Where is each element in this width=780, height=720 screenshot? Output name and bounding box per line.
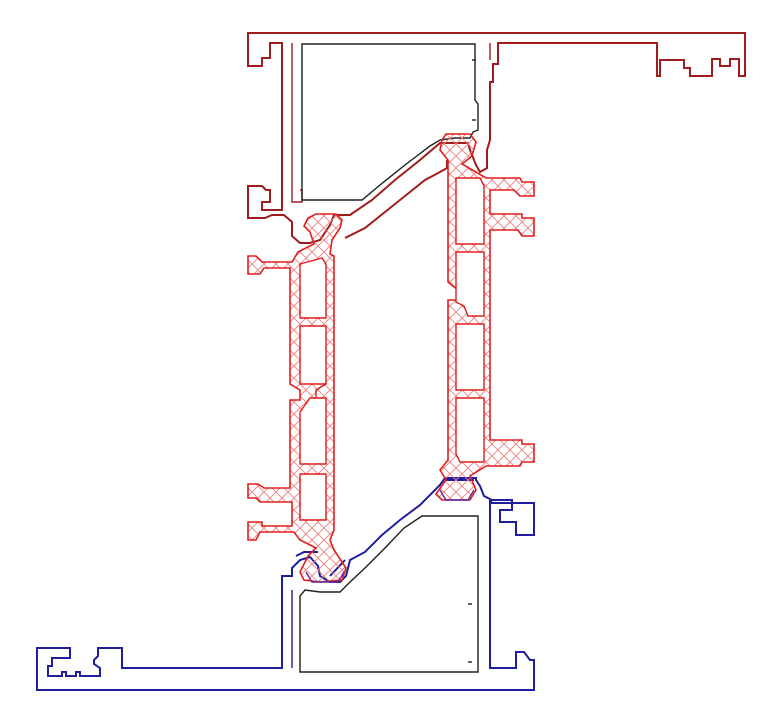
right-thermal-break-strip [434, 133, 535, 501]
left-thermal-break-strip [247, 213, 347, 583]
lower-frame-profile [36, 477, 535, 691]
upper-frame-profile [247, 32, 746, 244]
lower-core-insert [299, 515, 479, 673]
lower-clip-marks [305, 489, 475, 583]
